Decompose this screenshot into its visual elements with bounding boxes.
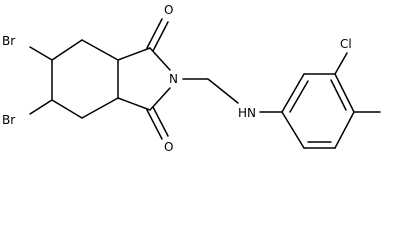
bond [51,39,83,61]
bond [51,99,83,119]
nitrogen-label: N [169,72,178,86]
bromine-label-upper: Br [2,34,15,48]
amine-label: HN [238,106,256,120]
chlorine-label: Cl [340,37,352,51]
chemical-structure: Br Br O O N HN Cl [2,3,381,154]
carbonyl-bonds [146,18,169,140]
oxygen-label-upper: O [164,3,173,17]
bond [81,97,119,119]
bromine-bonds [29,46,53,115]
bond [207,78,239,104]
cyclohexane-ring [51,39,119,119]
bond [29,46,53,61]
bond [117,47,151,61]
bond [146,109,163,140]
bond [117,97,151,111]
bond [152,21,169,52]
methylene-linker [182,78,283,113]
bond [281,111,305,149]
benzene-ring [281,73,355,149]
bond [152,106,169,137]
bond [334,111,355,149]
bond [81,39,119,61]
imide-ring [117,47,171,111]
bromine-label-lower: Br [2,113,15,127]
oxygen-label-lower: O [164,140,173,154]
bond [29,99,53,115]
atom-labels: Br Br O O N HN Cl [2,3,352,154]
aryl-substituents [334,52,381,113]
bond [334,73,355,113]
bond [289,80,309,113]
bond [146,18,163,49]
bond [281,73,305,113]
bond [330,79,347,111]
bond [334,52,348,75]
